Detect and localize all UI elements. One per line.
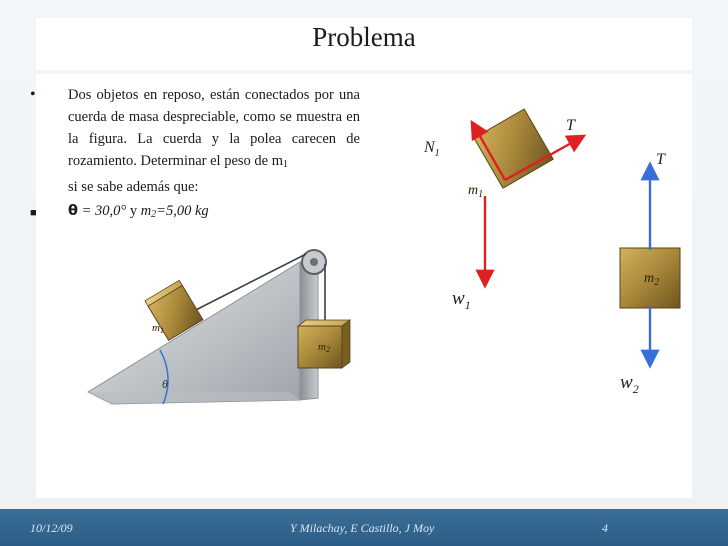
theta-value: = 30,0° (77, 203, 127, 219)
bullet-marker-square: ■ (30, 207, 37, 219)
n1-label: N1 (423, 139, 440, 159)
and-word: y (126, 203, 141, 219)
w1-label: w1 (452, 288, 471, 312)
block-m1 (144, 279, 204, 341)
mass-symbol: m (140, 203, 152, 219)
m2-label: m2 (318, 341, 330, 354)
fbd-m1-label: m1 (468, 183, 483, 200)
title-bar (36, 18, 692, 70)
theta-label: θ (162, 377, 168, 391)
normal-force-arrow (470, 119, 507, 181)
fbd-block-m2 (619, 247, 681, 309)
bullet-item-1: • Dos objetos en reposo, están conectado… (30, 84, 360, 198)
fbd-m2-label: m2 (644, 271, 659, 288)
theta-symbol: θ (68, 203, 78, 219)
angle-arc (159, 349, 169, 405)
block-m2 (296, 319, 352, 369)
bullet-list: • Dos objetos en reposo, están conectado… (30, 84, 360, 226)
footer-bar: 10/12/09 Y Milachay, E Castillo, J Moy 4 (0, 509, 728, 546)
problem-statement: Dos objetos en reposo, están conectados … (68, 84, 360, 176)
problem-text: Dos objetos en reposo, están conectados … (68, 87, 360, 169)
footer-date: 10/12/09 (30, 521, 73, 535)
footer-authors: Y Milachay, E Castillo, J Moy (290, 521, 435, 535)
m1-label: m1 (152, 322, 164, 335)
w2-label: w2 (620, 372, 639, 396)
problem-subscript: 1 (283, 159, 289, 170)
mass-subscript: 2 (151, 209, 157, 220)
fbd-m1: N1 T m1 w1 (423, 108, 587, 312)
fbd-block-m1 (473, 108, 554, 189)
pulley (301, 249, 327, 275)
fbd-m2: T m2 w2 (619, 151, 681, 396)
footer-page-number: 4 (602, 521, 608, 535)
rope (179, 253, 326, 324)
mass-value: =5,00 kg (156, 203, 209, 219)
bullet-item-2: ■ θ = 30,0° y m2=5,00 kg (30, 200, 360, 226)
incline-wedge (86, 261, 319, 405)
bullet-marker: • (30, 86, 36, 103)
slide-title: Problema (312, 22, 416, 52)
t-label-m2: T (656, 151, 666, 168)
problem-tail: si se sabe además que: (68, 179, 199, 195)
t-label-m1: T (566, 117, 576, 134)
tension-arrow-m1 (504, 134, 587, 182)
